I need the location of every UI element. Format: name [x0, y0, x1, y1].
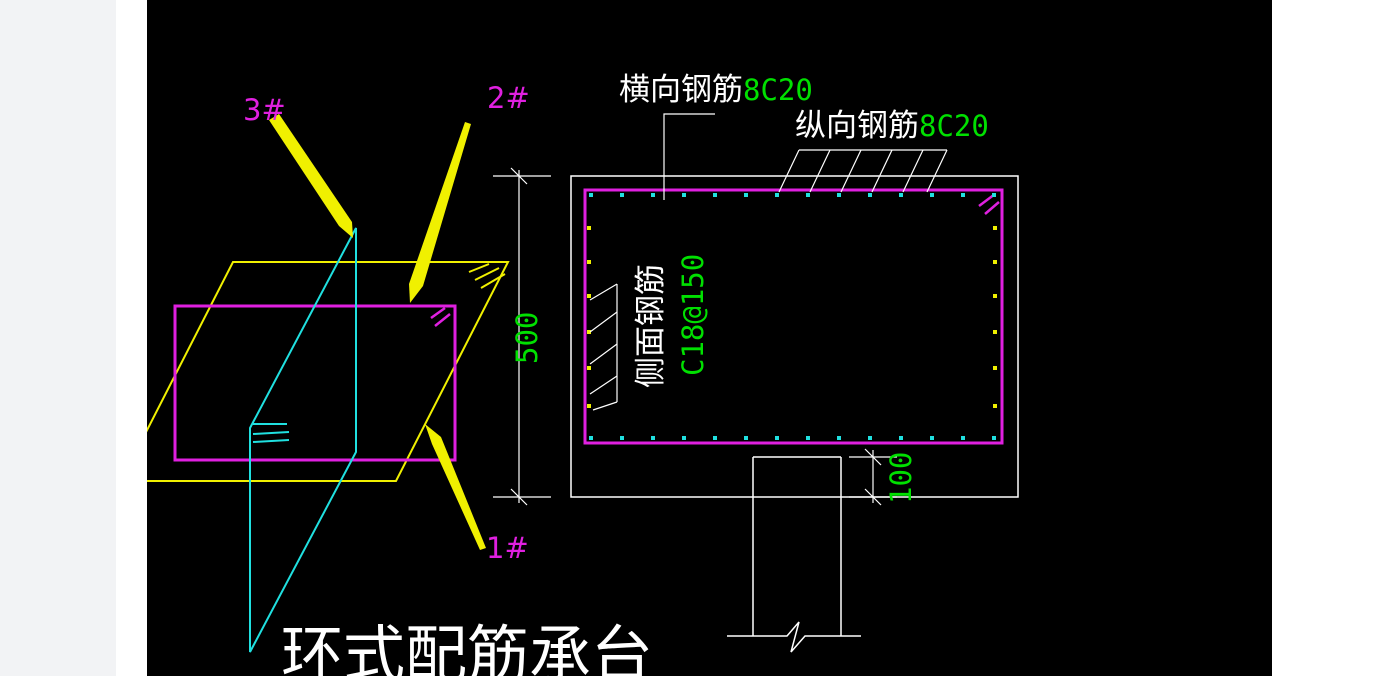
- bottom-bars: [589, 436, 996, 440]
- top-bars: [589, 193, 996, 197]
- side-bar-leaders: [589, 283, 618, 411]
- left-gutter: [0, 0, 116, 676]
- cad-drawing-svg: 3# 2# 1#: [147, 72, 1019, 676]
- pointer-arrow-3: [269, 114, 353, 238]
- pile-label-3: 3#: [243, 93, 286, 127]
- longitudinal-leaders: [778, 149, 948, 193]
- longitudinal-bar-label: 纵向钢筋: [795, 108, 919, 144]
- pile-section: [727, 456, 861, 653]
- side-bars: [587, 226, 997, 408]
- stirrup-2-hook: [430, 306, 451, 327]
- side-bar-spec: C18@150: [676, 254, 710, 376]
- transverse-bar-spec: 8C20: [743, 73, 813, 107]
- pile-label-2: 2#: [487, 81, 530, 115]
- pointer-arrow-2: [409, 122, 471, 303]
- dimension-100-text: 100: [884, 452, 918, 504]
- cad-drawing-canvas: 3# 2# 1#: [147, 0, 1272, 676]
- dimension-500-text: 500: [510, 312, 544, 364]
- side-bar-label: 侧面钢筋: [633, 264, 669, 388]
- cap-outline: [570, 175, 1019, 498]
- pointer-arrow-1: [425, 424, 486, 550]
- longitudinal-bar-spec: 8C20: [919, 109, 989, 143]
- stirrup-3-hook: [252, 423, 290, 443]
- transverse-leader: [663, 113, 715, 200]
- transverse-bar-annotation: 横向钢筋8C20: [619, 72, 813, 108]
- transverse-bar-label: 横向钢筋: [619, 72, 743, 108]
- pile-label-1: 1#: [486, 531, 529, 565]
- drawing-title: 环式配筋承台: [281, 618, 653, 676]
- stirrup-1-hook: [468, 263, 506, 289]
- longitudinal-bar-annotation: 纵向钢筋8C20: [795, 108, 989, 144]
- stirrup-2-magenta: [173, 304, 457, 462]
- dimension-500: [493, 167, 551, 506]
- right-margin: [1272, 0, 1392, 676]
- cap-stirrup: [583, 188, 1004, 445]
- dimension-100: [849, 448, 897, 506]
- stirrup-3-cyan: [249, 227, 357, 653]
- stirrup-1-yellow: [147, 261, 510, 482]
